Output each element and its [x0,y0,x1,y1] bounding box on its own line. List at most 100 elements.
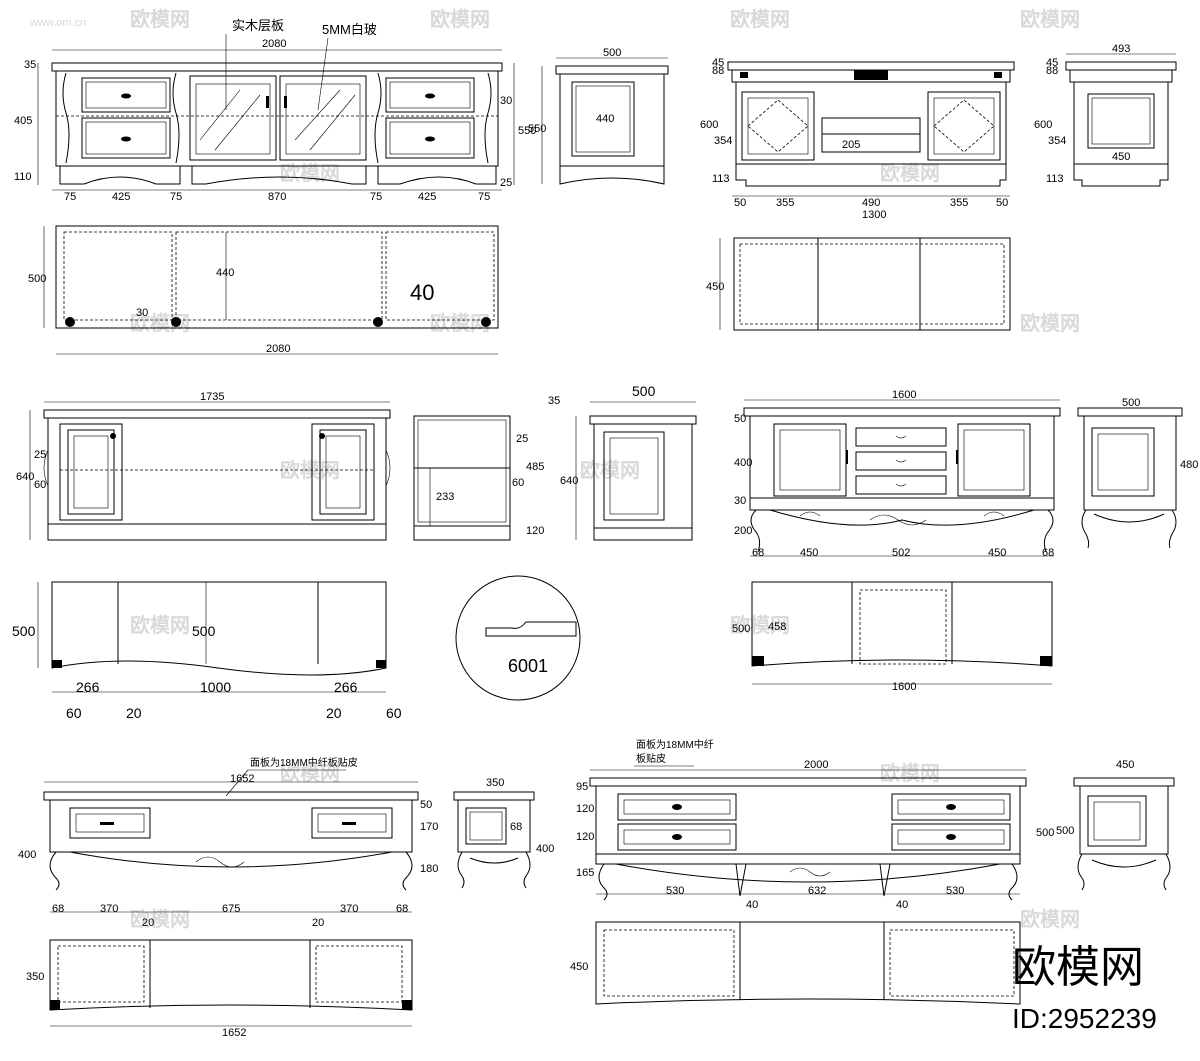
watermark: 欧模网 [280,761,340,785]
cabinet-e-side: 350 68 400 [453,777,554,889]
cabinet-a-side: 500 440 550 [528,47,669,185]
dim-label: 113 [1046,173,1064,185]
watermark-site: www.om.cn [29,17,86,29]
dim-label: 500 [12,623,36,639]
cabinet-e-plan: 350 1652 [26,939,413,1039]
image-id: ID:2952239 [1012,1003,1157,1034]
cabinet-d-side: 500 480 [1077,397,1198,549]
dim-label: 35 [548,395,560,407]
dim-label: 170 [420,821,438,833]
dim-label: 485 [526,461,544,473]
dim-label: 500 [28,273,46,285]
dim-label: 20 [126,705,142,721]
dim-label: 68 [396,903,408,915]
watermark: 欧模网 [130,907,190,931]
dim-label: 480 [1180,459,1198,471]
dim-label: 75 [370,191,382,203]
dim-label: 500 [732,623,750,635]
watermark: 欧模网 [730,7,790,31]
watermark: 欧模网 [1020,907,1080,931]
dim-label: 30 [136,307,148,319]
cabinet-b-side: 493 450 88 45 354 600 113 [1034,43,1177,187]
dim-label: 1735 [200,391,224,403]
dim-label: 530 [666,885,684,897]
dim-label: 30 [734,495,746,507]
cabinet-c-front: 1735 640 25 60 [16,391,391,541]
dim-label: 75 [64,191,76,203]
profile-code: 6001 [508,656,548,676]
brand-logo-text: 欧模网 [1012,943,1144,992]
dim-label: 68 [752,547,764,559]
dim-label: 350 [486,777,504,789]
dim-label: 425 [112,191,130,203]
watermark: 欧模网 [130,613,190,637]
dim-label: 355 [950,197,968,209]
dim-label: 75 [478,191,490,203]
dim-label: 20 [326,705,342,721]
dim-label: 370 [340,903,358,915]
dim-label: 425 [418,191,436,203]
dim-label: 40 [746,899,758,911]
dim-label: 1652 [230,773,254,785]
dim-label: 450 [800,547,818,559]
dim-label: 233 [436,491,454,503]
dim-label: 502 [892,547,910,559]
cabinet-a-plan: 500 440 30 40 2080 [28,225,499,355]
cabinet-c-side2: 500 640 [560,383,697,541]
dim-label: 88 [1046,65,1058,77]
dim-label: 75 [170,191,182,203]
dim-label: 50 [420,799,432,811]
dim-label: 180 [420,863,438,875]
dim-label: 20 [312,917,324,929]
dim-label: 120 [526,525,544,537]
dim-label: 60 [512,477,524,489]
dim-label: 500 [632,383,656,399]
dim-label: 355 [776,197,794,209]
dim-label: 88 [712,65,724,77]
dim-label: 60 [34,479,46,491]
brand-stamp: 欧模网 ID:2952239 [1012,943,1157,1034]
watermark: 欧模网 [280,161,340,185]
dim-label: 500 [1036,827,1054,839]
dim-label: 550 [518,125,536,137]
dim-label: 600 [700,119,718,131]
cabinet-f-side: 450 500 [1056,759,1175,891]
dim-label: 1300 [862,209,886,221]
dim-label: 68 [510,821,522,833]
dim-label: 50 [996,197,1008,209]
dim-label: 500 [603,47,621,59]
dim-label: 400 [734,457,752,469]
dim-label: 493 [1112,43,1130,55]
dim-label: 20 [142,917,154,929]
cabinet-b-plan: 450 [706,237,1011,331]
dim-label: 500 [1056,825,1074,837]
dim-label: 165 [576,867,594,879]
dim-label: 120 [576,803,594,815]
dim-label: 632 [808,885,826,897]
dim-label: 25 [516,433,528,445]
dim-label: 450 [1112,151,1130,163]
dim-label: 600 [1034,119,1052,131]
dim-label: 450 [706,281,724,293]
dim-label: 870 [268,191,286,203]
watermarks: 欧模网 www.om.cn 欧模网 欧模网 欧模网 欧模网 欧模网 欧模网 欧模… [29,7,1080,931]
watermark: 欧模网 [130,7,190,31]
dim-label: 25 [500,177,512,189]
dim-label: 400 [18,849,36,861]
dim-label: 110 [14,171,32,183]
dim-label: 440 [596,113,614,125]
dim-label: 1600 [892,389,916,401]
dim-label: 30 [500,95,512,107]
panel-note: 面板为18MM中纤板贴皮 [250,756,358,769]
dim-label: 500 [1122,397,1140,409]
watermark: 欧模网 [880,161,940,185]
dim-label: 405 [14,115,32,127]
cabinet-b-front: 88 45 354 600 113 205 50 355 490 355 50 … [700,57,1015,221]
profile-detail: 6001 [455,575,581,701]
dim-label: 2000 [804,759,828,771]
dim-label: 95 [576,781,588,793]
dim-label: 675 [222,903,240,915]
watermark: 欧模网 [1020,7,1080,31]
dim-label: 500 [192,623,216,639]
